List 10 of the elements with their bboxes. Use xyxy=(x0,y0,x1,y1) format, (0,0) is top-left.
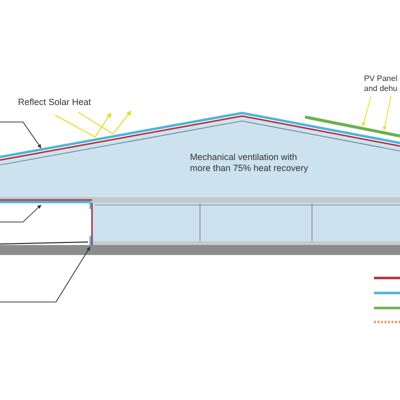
panel-label: PV Panel and dehu xyxy=(364,74,400,94)
leader-line xyxy=(0,246,90,302)
leader-line xyxy=(0,204,42,222)
leader-line xyxy=(382,96,392,130)
wall-top-insulation xyxy=(0,199,92,209)
callout-text: Reflect Solar Heat xyxy=(18,97,92,108)
leader-line xyxy=(362,96,372,126)
leader-line xyxy=(0,122,42,148)
roof-layers xyxy=(0,112,400,161)
ventilation-text: Mechanical ventilation with more than 75% heat recovery xyxy=(190,152,310,174)
